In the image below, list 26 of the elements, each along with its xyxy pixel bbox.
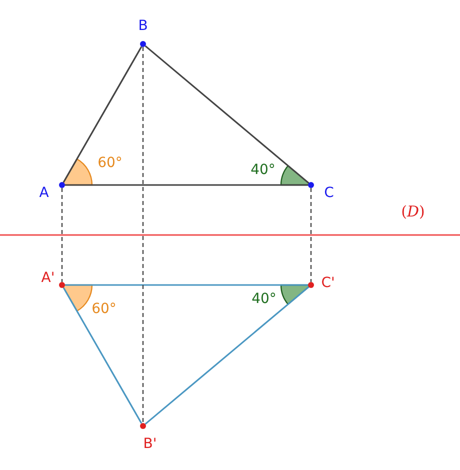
triangle-side — [62, 46, 142, 183]
angle-label: 40° — [252, 292, 276, 306]
point — [59, 282, 65, 288]
point-label: A — [39, 186, 49, 200]
point-label: B' — [143, 437, 157, 451]
point — [140, 423, 146, 429]
triangle-side — [144, 286, 310, 425]
point-label: A' — [41, 271, 55, 285]
point-label: B — [138, 19, 148, 33]
triangle-side — [144, 45, 310, 184]
point — [140, 41, 146, 47]
dashed-line — [310, 188, 312, 282]
triangle-side — [65, 284, 308, 286]
point — [308, 182, 314, 188]
angle-label: 40° — [250, 163, 276, 177]
point-label: C — [324, 186, 334, 200]
angle-label: 60° — [98, 156, 122, 170]
triangle-side — [65, 184, 308, 186]
line-label: (D) — [401, 204, 425, 220]
point — [308, 282, 314, 288]
point-label: C' — [321, 276, 335, 290]
angle-label: 60° — [92, 302, 116, 316]
triangle-side — [62, 287, 142, 424]
dashed-line — [142, 47, 144, 423]
point — [59, 182, 65, 188]
dashed-line — [61, 188, 63, 282]
